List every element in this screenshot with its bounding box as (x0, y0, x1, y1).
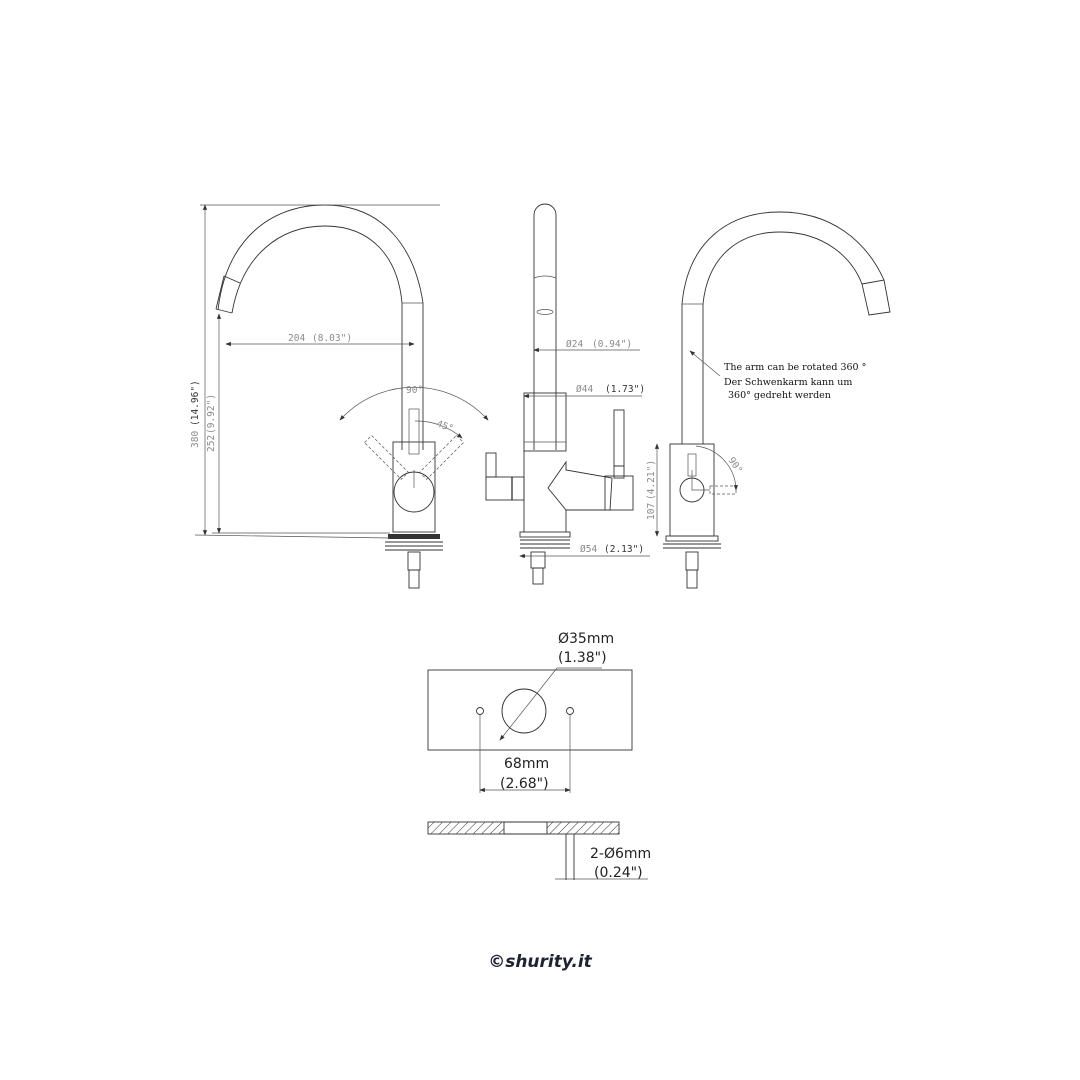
reach-inch-label: (8.03") (312, 333, 352, 344)
pin-dia-inch-label: (0.24") (594, 865, 643, 881)
angle-90-label: 90° (406, 385, 423, 396)
rotation-note-en: The arm can be rotated 360 ° (724, 362, 866, 373)
base-dia-label: Ø54 (580, 544, 597, 555)
body-dia-label: Ø44 (576, 384, 593, 395)
rotation-note-de-2: 360° gedreht werden (728, 390, 831, 401)
body-height-label: 107 (646, 503, 657, 520)
reach-label: 204 (288, 333, 305, 344)
base-dia-inch-label: (2.13") (604, 544, 644, 555)
hole-dia-inch-label: (1.38") (558, 650, 607, 666)
spout-dia-inch-label: (0.94") (592, 339, 632, 350)
pin-dia-label: 2-Ø6mm (590, 846, 651, 862)
hole-spacing-inch-label: (2.68") (500, 776, 549, 792)
angle-45-label: 45° (435, 418, 455, 434)
section-view: 2-Ø6mm (0.24") (427, 821, 651, 881)
height-total-label: 380 (190, 431, 201, 448)
body-height-inch-label: (4.21") (646, 460, 657, 500)
height-spout-label: 252 (206, 435, 217, 452)
hole-dia-label: Ø35mm (558, 631, 614, 647)
copyright-watermark: ©shurity.it (488, 952, 592, 972)
hole-spacing-label: 68mm (504, 756, 549, 772)
rotation-note-de-1: Der Schwenkarm kann um (724, 377, 852, 388)
body-dia-inch-label: (1.73") (605, 384, 645, 395)
spout-dia-label: Ø24 (566, 339, 583, 350)
height-total-inch-label: (14.96") (190, 380, 201, 426)
height-spout-inch-label: (9.92") (206, 394, 217, 434)
rear-view: The arm can be rotated 360 ° Der Schwenk… (646, 211, 891, 589)
mounting-plate-view: Ø35mm (1.38") 68mm (2.68") (427, 631, 633, 793)
front-view: 90° 45° 380 (14.96") 252 (9.92") 204 (8.… (190, 204, 489, 589)
lever-angle-label: 90° (726, 455, 745, 475)
side-view: Ø24 (0.94") Ø44 (1.73") Ø54 (2.13") (485, 203, 650, 585)
